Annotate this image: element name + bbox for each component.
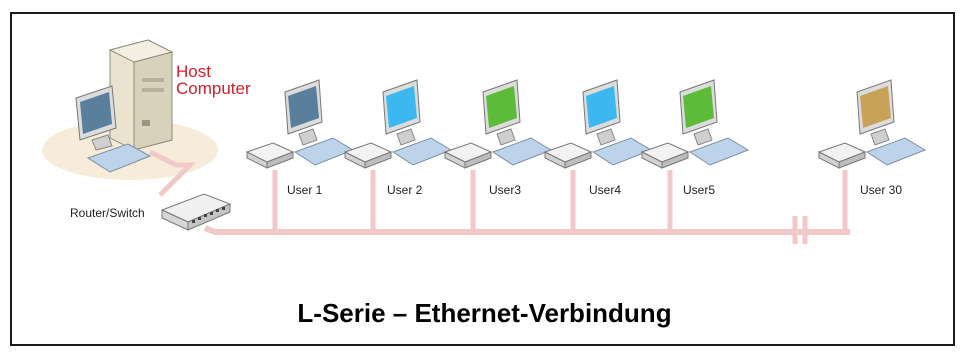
user-workstation-icon xyxy=(543,79,653,169)
host-computer-label: Host Computer xyxy=(176,63,251,97)
user-label: User 2 xyxy=(387,183,423,197)
user-drop-cables xyxy=(272,170,848,232)
user-label: User 1 xyxy=(287,183,323,197)
host-label-line2: Computer xyxy=(176,79,251,98)
user-label: User4 xyxy=(589,183,622,197)
host-label-line1: Host xyxy=(176,62,211,81)
user-workstation-icon xyxy=(817,79,927,169)
user-workstation-icon xyxy=(640,79,750,169)
user-label: User 30 xyxy=(860,183,903,197)
backbone-cable xyxy=(203,225,850,235)
host-computer-icon xyxy=(75,39,174,173)
host-to-router-cable xyxy=(148,149,197,197)
user-workstation-icon xyxy=(343,79,453,169)
user-workstation-icon xyxy=(443,79,553,169)
user-workstation-icon xyxy=(245,79,355,169)
user-label: User3 xyxy=(489,183,522,197)
diagram-caption: L-Serie – Ethernet-Verbindung xyxy=(297,298,672,328)
router-switch-label: Router/Switch xyxy=(70,206,145,220)
router-switch-icon xyxy=(160,193,232,231)
user-label: User5 xyxy=(683,183,716,197)
